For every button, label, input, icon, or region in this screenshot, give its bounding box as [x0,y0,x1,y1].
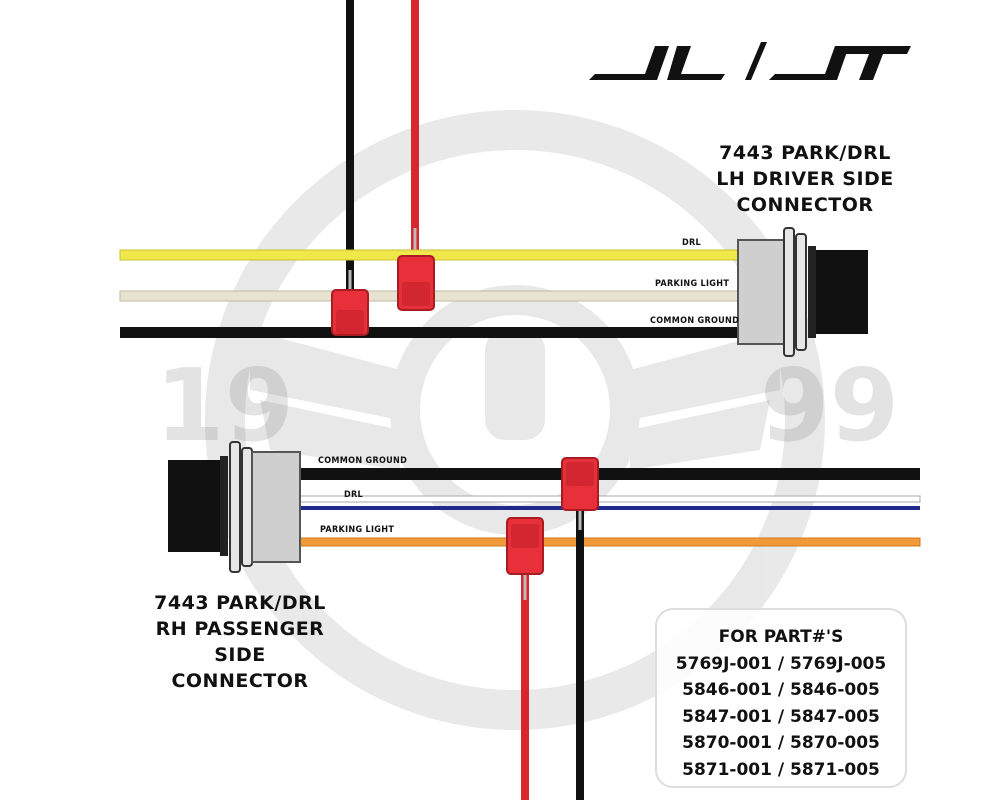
logo-graphic [589,42,911,80]
parts-heading: FOR PART#'S [718,627,844,647]
lh-taps [331,255,435,336]
rh-taps [506,457,599,575]
lh-connector-title: 7443 PARK/DRL LH DRIVER SIDE CONNECTOR [700,140,910,218]
lh-drl-label: DRL [682,238,702,248]
part-line-1: 5769J-001 / 5769J-005 [675,653,887,674]
rh-title-line-2: RH PASSENGER SIDE [155,618,325,666]
watermark-text: 19 99 [155,347,899,464]
rh-connector [168,441,301,573]
part-line-4: 5870-001 / 5870-005 [682,733,880,753]
watermark-year-right: 99 [760,347,899,464]
watermark-year-left: 19 [155,347,294,464]
rh-drl-label: DRL [344,490,364,500]
rh-ground-tap [561,457,599,511]
lh-connector [737,227,868,357]
rh-drl-wire [300,506,920,510]
rh-title-line-1: 7443 PARK/DRL [154,592,326,614]
lh-title-line-3: CONNECTOR [736,194,874,216]
rh-parking-tap [506,517,544,575]
lh-ground-tap [331,289,369,336]
part-line-2: 5846-001 / 5846-005 [682,680,880,700]
part-line-3: 5847-001 / 5847-005 [682,706,880,727]
rh-ground-wire [300,468,920,480]
part-numbers-box: FOR PART#'S 5769J-001 / 5769J-005 5846-0… [655,608,907,788]
lh-ground-wire [120,327,740,338]
lh-parking-label: PARKING LIGHT [655,279,730,289]
lh-parking-tap [397,255,435,311]
part-line-5: 5871-001 / 5871-005 [682,759,880,780]
rh-parking-label: PARKING LIGHT [320,525,395,535]
rh-drl-white [299,495,921,503]
lh-title-line-1: 7443 PARK/DRL [719,142,891,164]
lh-title-line-2: LH DRIVER SIDE [716,168,894,190]
jl-jt-logo [585,38,915,92]
rh-title-line-3: CONNECTOR [171,670,309,692]
lh-ground-label: COMMON GROUND [650,316,740,326]
rh-ground-label: COMMON GROUND [318,456,408,466]
rh-connector-title: 7443 PARK/DRL RH PASSENGER SIDE CONNECTO… [140,590,340,694]
rh-parking-wire [299,537,921,547]
